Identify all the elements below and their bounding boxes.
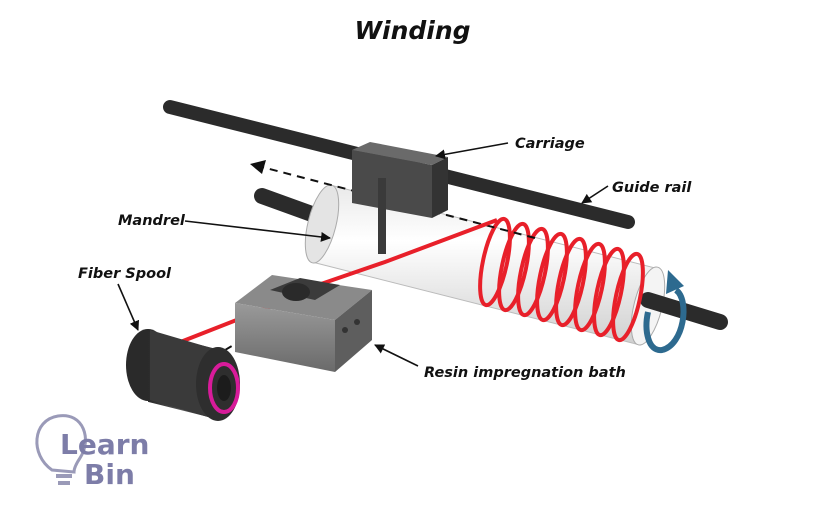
carriage-block xyxy=(352,142,448,254)
label-guide-rail: Guide rail xyxy=(612,180,692,196)
callout-arrows xyxy=(117,142,609,367)
label-carriage: Carriage xyxy=(515,136,585,152)
rotation-arrow-icon xyxy=(643,270,687,353)
label-fiber-spool: Fiber Spool xyxy=(78,266,172,282)
diagram-title: Winding xyxy=(354,16,471,45)
label-resin-bath: Resin impregnation bath xyxy=(424,365,626,381)
learnbin-logo: Learn Bin xyxy=(35,414,149,491)
logo-line1: Learn xyxy=(60,428,149,461)
resin-bath xyxy=(235,275,372,372)
fiber-coils xyxy=(478,216,645,343)
logo-line2: Bin xyxy=(84,458,135,491)
label-mandrel: Mandrel xyxy=(118,213,186,229)
fiber-spool xyxy=(126,329,240,421)
lightbulb-icon xyxy=(35,414,87,474)
